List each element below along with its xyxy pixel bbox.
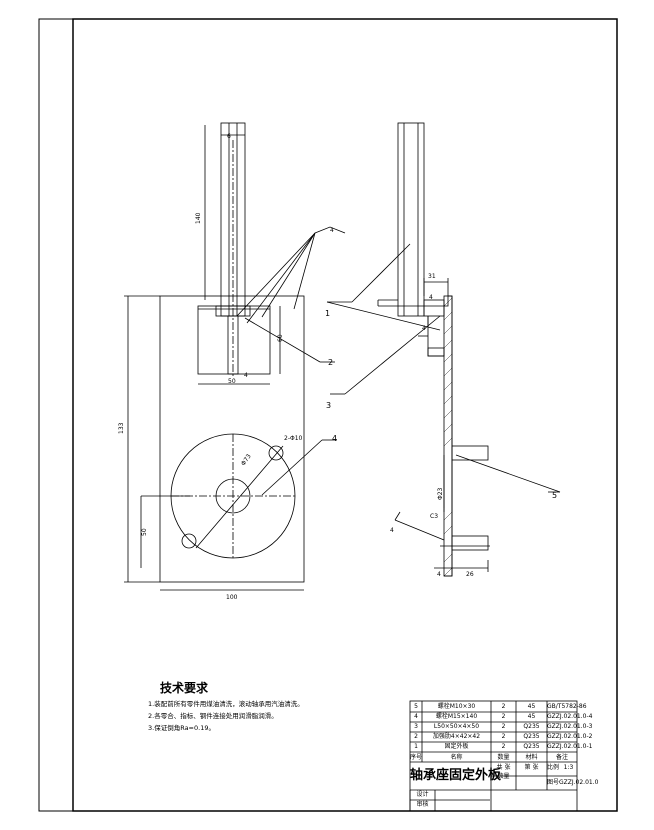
scale-value: 1:3: [563, 764, 574, 771]
bom-mat: Q235: [523, 733, 540, 740]
weld-mark: 4: [330, 227, 334, 234]
bom-grid: [409, 700, 578, 812]
bom-header-name: 名称: [450, 754, 463, 761]
side-post: [397, 122, 425, 317]
dim-h-post: 140: [195, 212, 202, 224]
dim-dia: Φ73: [240, 453, 253, 467]
bom-qty: 2: [501, 733, 506, 740]
bom-name: L50×50×4×50: [433, 723, 480, 730]
drawing-title: 轴承座固定外板: [410, 768, 502, 783]
dim-side-c3: C3: [430, 513, 438, 520]
bom-qty: 2: [501, 713, 506, 720]
dim-side-4a: 4: [429, 294, 433, 301]
dim-side-4b: 4: [422, 325, 426, 332]
front-plate: [159, 295, 305, 583]
bom-header-qty: 数量: [497, 754, 510, 761]
bom-note: GZZJ.02.01.0-2: [547, 733, 593, 740]
dim-plate-w: 50: [228, 378, 236, 385]
callout-1: 1: [325, 309, 330, 318]
sheet-label: 第 张: [524, 764, 539, 771]
scale-label: 比例: [547, 764, 560, 771]
side-bolt-bottom: [451, 535, 489, 551]
bom-note: GZZJ.02.01.0-4: [547, 713, 593, 720]
dim-left-50: 50: [141, 528, 148, 536]
callout-5: 5: [552, 491, 557, 500]
outer-frame: [38, 18, 618, 812]
dim-w-top: 6: [227, 133, 231, 140]
dim-holes: 2-Φ10: [284, 435, 303, 442]
side-bracket: [378, 295, 453, 577]
bom-no: 4: [414, 713, 418, 720]
bom-no: 3: [414, 723, 418, 730]
bom-qty: 2: [501, 743, 506, 750]
front-hole-top: [268, 445, 284, 461]
dim-plate-h: 60: [277, 334, 284, 342]
bom-qty: 2: [501, 703, 506, 710]
dim-w-total: 100: [226, 594, 238, 601]
bom-note: GZZJ.02.01.0-3: [547, 723, 593, 730]
dim-side-26: 26: [466, 571, 474, 578]
dwg-value: GZZJ.02.01.0: [559, 779, 599, 786]
dim-side-dia23: Φ23: [437, 487, 444, 500]
bom-mat: 45: [527, 713, 536, 720]
qty-label: 数量: [497, 773, 510, 780]
check-label: 审核: [416, 801, 429, 808]
dwg-label: 图号: [547, 779, 560, 786]
bom-name: 螺栓M10×30: [437, 703, 476, 710]
callout-3: 3: [326, 401, 331, 410]
tech-note-3: 3.保证倒角Ra=0.19。: [148, 724, 215, 732]
side-plate: [443, 295, 453, 577]
bom-mat: 45: [527, 703, 536, 710]
dim-side-31: 31: [428, 273, 436, 280]
bom-no: 2: [414, 733, 418, 740]
callout-4: 4: [332, 434, 337, 443]
tech-note-1: 1.装配前所有零件用煤油清洗，滚动轴承用汽油清洗。: [148, 700, 304, 708]
bom-header-mat: 材料: [525, 754, 538, 761]
bom-no: 5: [414, 703, 418, 710]
bom-name: 加强肋4×42×42: [432, 733, 481, 740]
front-hole-bottom: [181, 533, 197, 549]
bom-mat: Q235: [523, 723, 540, 730]
tech-note-2: 2.各零合、指标、钢件连接处用润滑脂润滑。: [148, 712, 278, 720]
technical-requirements: 技术要求 1.装配前所有零件用煤油清洗，滚动轴承用汽油清洗。 2.各零合、指标、…: [148, 681, 304, 734]
dim-side-4c: 4: [437, 571, 441, 578]
bom-header-note: 备注: [555, 754, 568, 761]
tech-title: 技术要求: [160, 681, 209, 695]
dim-h-total: 133: [118, 422, 125, 434]
bill-of-materials: 5 螺栓M10×30 2 45 GB/T5782-86 4 螺栓M15×140 …: [410, 701, 599, 811]
bom-note: GZZJ.02.01.0-1: [547, 743, 593, 750]
bom-header-no: 序号: [410, 754, 423, 761]
inner-frame: [72, 18, 618, 812]
bom-name: 固定外板: [444, 743, 469, 750]
design-label: 设计: [416, 791, 429, 798]
callout-2: 2: [328, 358, 333, 367]
bom-mat: Q235: [523, 743, 540, 750]
side-bolt-top: [451, 445, 489, 461]
weight-label: 共 张: [496, 764, 511, 771]
bom-note: GB/T5782-86: [547, 703, 587, 710]
bom-qty: 2: [501, 723, 506, 730]
bom-name: 螺栓M15×140: [435, 713, 478, 720]
dim-plate-4: 4: [244, 372, 248, 379]
bom-no: 1: [414, 743, 418, 750]
weld-mark-side: 4: [390, 527, 394, 534]
